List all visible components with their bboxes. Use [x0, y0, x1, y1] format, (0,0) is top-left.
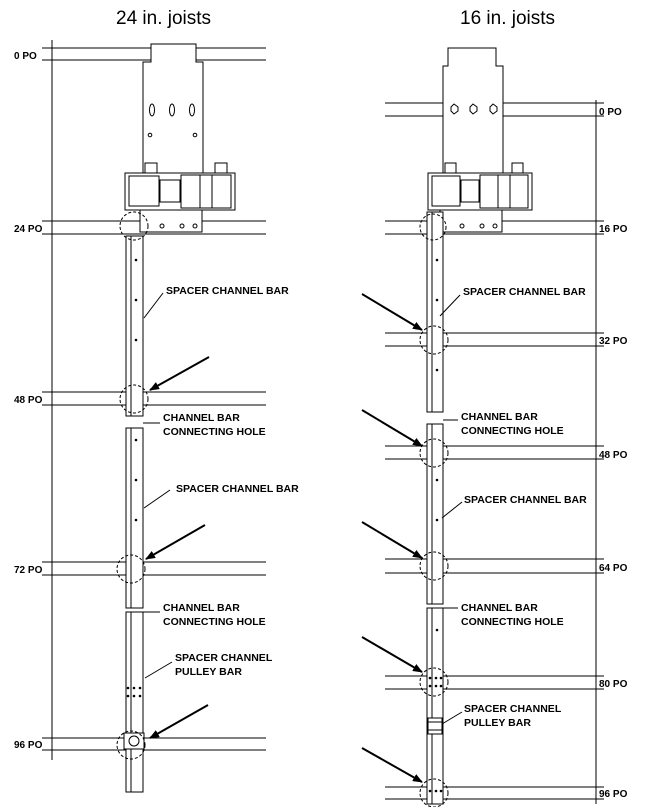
right-label-connecting-hole-2a: CHANNEL BAR: [461, 602, 538, 614]
left-diagram: 0 PO 24 PO 48 PO 72 PO 96 PO: [14, 40, 299, 793]
right-po-label-80: 80 PO: [599, 679, 628, 690]
left-arrow-96: [149, 704, 209, 739]
right-label-pulley-bar-a: SPACER CHANNEL: [464, 703, 562, 715]
right-leader-spacer-1: [439, 294, 461, 317]
right-leader-spacer-2: [441, 501, 463, 519]
right-arrow-96: [361, 747, 423, 783]
left-mounting-plate: [142, 43, 204, 177]
right-label-spacer-channel-bar-1: SPACER CHANNEL BAR: [463, 286, 586, 298]
right-pulley-block: [427, 717, 443, 735]
left-po-label-96: 96 PO: [14, 740, 43, 751]
left-arrow-48: [149, 356, 210, 391]
right-motor-unit: [427, 162, 533, 233]
left-pulley-wheel: [123, 732, 145, 750]
left-label-connecting-hole-1a: CHANNEL BAR: [163, 412, 240, 424]
left-label-connecting-hole-2b: CONNECTING HOLE: [163, 616, 266, 628]
left-diagram-title: 24 in. joists: [116, 8, 212, 29]
left-po-label-48: 48 PO: [14, 395, 43, 406]
right-label-connecting-hole-2b: CONNECTING HOLE: [461, 616, 564, 628]
right-connect-circle-80: [419, 667, 449, 697]
right-arrow-80: [361, 636, 423, 673]
left-label-connecting-hole-1b: CONNECTING HOLE: [163, 426, 266, 438]
right-po-label-64: 64 PO: [599, 563, 628, 574]
right-connect-circle-48: [419, 438, 449, 468]
right-mounting-plate: [442, 47, 504, 177]
right-arrow-32: [361, 293, 423, 331]
left-motor-unit: [124, 162, 236, 233]
left-po-label-24: 24 PO: [14, 224, 43, 235]
right-label-connecting-hole-1b: CONNECTING HOLE: [461, 425, 564, 437]
left-leader-spacer-2: [143, 489, 171, 509]
left-label-spacer-channel-bar-2: SPACER CHANNEL BAR: [176, 483, 299, 495]
left-leader-pulley: [144, 661, 173, 679]
left-bar-holes: [126, 258, 142, 698]
left-joist-72: [42, 561, 266, 576]
right-joist-32: [385, 332, 604, 347]
right-connect-circle-64: [419, 551, 449, 581]
right-channel-bar: [426, 211, 444, 805]
left-connect-circle-96: [116, 730, 146, 760]
left-joist-96: [42, 737, 266, 751]
right-po-label-32: 32 PO: [599, 336, 628, 347]
right-joist-64: [385, 558, 604, 574]
right-bar-holes: [428, 258, 443, 793]
right-diagram-title: 16 in. joists: [460, 8, 556, 29]
right-leader-pulley: [441, 711, 463, 725]
right-po-label-16: 16 PO: [599, 224, 628, 235]
left-joist-48: [42, 391, 266, 406]
left-connect-circle-48: [119, 384, 149, 414]
left-connect-circle-72: [116, 554, 146, 584]
right-po-label-48: 48 PO: [599, 450, 628, 461]
right-po-label-96: 96 PO: [599, 789, 628, 800]
right-connect-circle-32: [419, 325, 449, 355]
right-diagram: 0 PO 16 PO 32 PO 48 PO 64 PO 80 PO 96 PO: [361, 47, 628, 808]
right-joist-48: [385, 445, 604, 460]
left-label-spacer-channel-bar-1: SPACER CHANNEL BAR: [166, 285, 289, 297]
left-po-label-72: 72 PO: [14, 565, 43, 576]
right-label-connecting-hole-1a: CHANNEL BAR: [461, 411, 538, 423]
left-label-pulley-bar-a: SPACER CHANNEL: [175, 652, 273, 664]
left-channel-bar: [125, 235, 144, 793]
right-joist-96: [385, 786, 604, 800]
left-leader-spacer-1: [143, 292, 164, 319]
left-po-label-0: 0 PO: [14, 51, 37, 62]
right-arrow-64: [361, 521, 423, 559]
left-arrow-72: [145, 524, 206, 560]
right-joist-80: [385, 675, 604, 690]
right-arrow-48: [361, 409, 423, 447]
left-label-connecting-hole-2a: CHANNEL BAR: [163, 602, 240, 614]
left-label-pulley-bar-b: PULLEY BAR: [175, 666, 242, 678]
right-connect-circle-16: [419, 213, 447, 241]
right-po-label-0: 0 PO: [599, 107, 622, 118]
right-label-spacer-channel-bar-2: SPACER CHANNEL BAR: [464, 494, 587, 506]
left-connect-circle-24: [119, 211, 149, 241]
right-label-pulley-bar-b: PULLEY BAR: [464, 717, 531, 729]
